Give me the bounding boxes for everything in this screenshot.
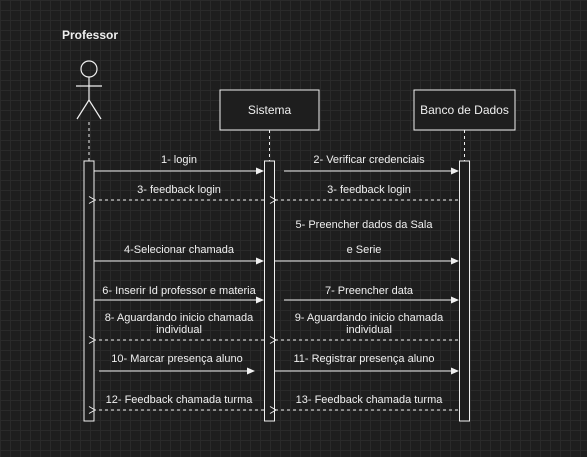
message-9-label-line2: individual — [346, 324, 392, 336]
message-12-label: 12- Feedback chamada turma — [106, 394, 254, 406]
message-10-label: 10- Marcar presença aluno — [111, 353, 242, 365]
message-5b-label: e Serie — [347, 244, 382, 256]
activation-bars — [83, 160, 470, 422]
participant-sistema-label: Sistema — [248, 103, 292, 117]
message-9-label: 9- Aguardando inicio chamada — [295, 312, 444, 324]
message-13-label: 13- Feedback chamada turma — [296, 394, 444, 406]
message-11-label: 11- Registrar presença aluno — [293, 353, 434, 365]
participant-banco-de-dados: Banco de Dados — [413, 89, 516, 131]
participant-banco-label: Banco de Dados — [420, 103, 509, 117]
message-4-label: 4-Selecionar chamada — [124, 244, 235, 256]
messages: 1- login 2- Verificar credenciais 3- fee… — [88, 154, 459, 414]
message-3b-label: 3- feedback login — [327, 184, 411, 196]
actor-label: Professor — [62, 28, 118, 42]
message-3a-label: 3- feedback login — [137, 184, 221, 196]
message-8-label: 8- Aguardando inicio chamada — [105, 312, 254, 324]
activation-banco — [459, 160, 470, 422]
activation-professor — [83, 160, 95, 422]
message-1-label: 1- login — [161, 154, 197, 166]
message-8-label-line2: individual — [156, 324, 202, 336]
actor-stick-figure-icon — [76, 60, 102, 120]
activation-sistema — [264, 160, 275, 422]
message-7-label: 7- Preencher data — [325, 285, 414, 297]
message-6-label: 6- Inserir Id professor e materia — [102, 285, 256, 297]
message-5-label: 5- Preencher dados da Sala — [296, 219, 434, 231]
message-2-label: 2- Verificar credenciais — [313, 154, 425, 166]
lifelines — [88, 122, 465, 161]
participant-sistema: Sistema — [219, 89, 320, 131]
